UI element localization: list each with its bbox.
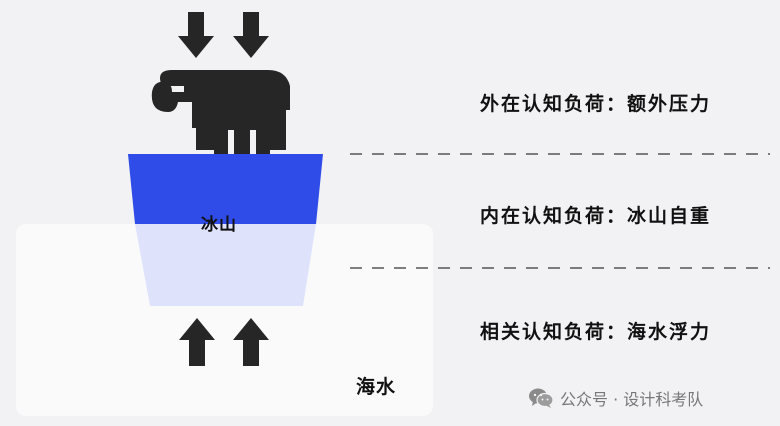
wechat-icon	[529, 388, 554, 408]
sea-water-area	[16, 224, 433, 416]
germane-load-label: 相关认知负荷：海水浮力	[480, 321, 712, 343]
watermark-text: 公众号 · 设计科考队	[560, 390, 704, 409]
iceberg-label: 冰山	[201, 215, 237, 235]
watermark: 公众号 · 设计科考队	[528, 386, 703, 410]
animal-figure-icon	[151, 70, 290, 154]
sea-water-label: 海水	[356, 376, 397, 398]
up-arrow-icon	[179, 318, 215, 366]
external-load-label: 外在认知负荷：额外压力	[480, 93, 712, 115]
down-arrow-icon	[233, 12, 269, 58]
up-arrow-icon	[233, 318, 269, 366]
intrinsic-load-label: 内在认知负荷：冰山自重	[480, 205, 712, 227]
iceberg-above-water	[128, 154, 323, 224]
down-arrow-icon	[178, 12, 214, 58]
iceberg-submerged	[135, 224, 316, 306]
